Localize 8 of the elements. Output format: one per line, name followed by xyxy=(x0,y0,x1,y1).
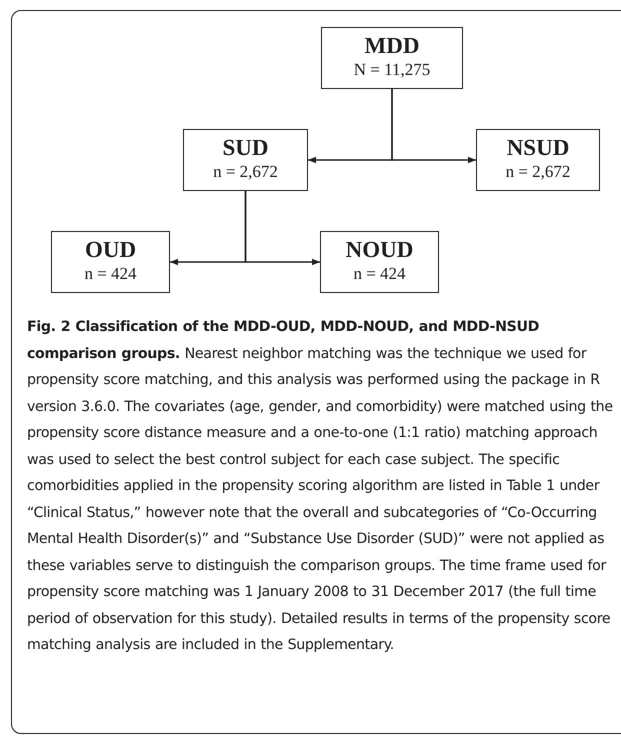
group-box: MDD N = 11,275 xyxy=(321,27,463,89)
group-box: SUD n = 2,672 xyxy=(183,129,308,191)
arrow xyxy=(391,89,476,164)
group-box: OUD n = 424 xyxy=(51,231,170,293)
group-box: NOUD n = 424 xyxy=(320,231,439,293)
group-box: NSUD n = 2,672 xyxy=(476,129,600,191)
arrow xyxy=(244,191,320,266)
figure-caption: Fig. 2 Classification of the MDD-OUD, MDD-NOUD, and MDD-NSUD comparison groups. Nearest neighbor matching was the technique we used for propensity score matching, and this analysis was performed using the package in R version 3.6.0. The covariates (age, gender, and comorbidity) were matched using the propensity score distance measure and a one-to-one (1:1 ratio) matching approach was used to select the best control subject for each case subject. The specific comorbidities applied in the propensity scoring algorithm are listed in Table 1 under “Clinical Status,” however note that the overall and subcategories of “Co-Occurring Mental Health Disorder(s)” and “Substance Use Disorder (SUD)” were not applied as these variables serve to distinguish the comparison groups. The time frame used for propensity score matching was 1 January 2008 to 31 December 2017 (the full time period of observation for this study). Detailed results in terms of the propensity score matching analysis are included in the Supplementary. xyxy=(27,318,614,655)
